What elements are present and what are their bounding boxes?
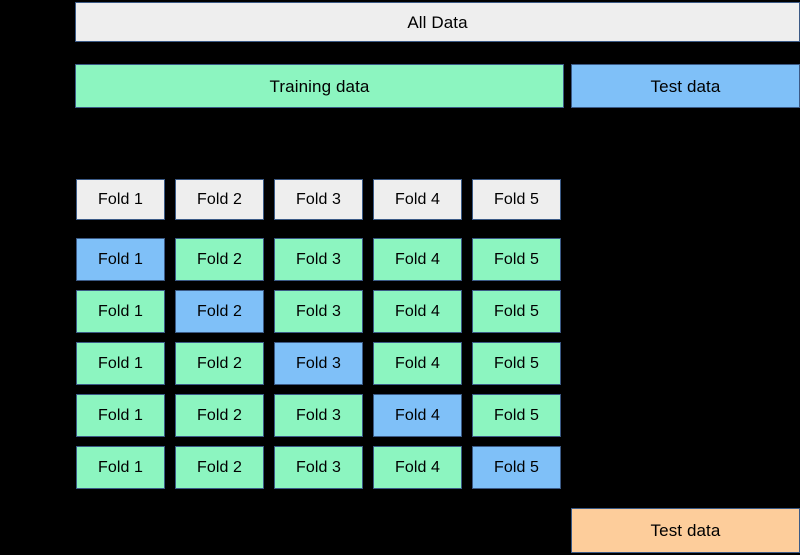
fold-label: Fold 5: [493, 250, 540, 268]
fold-label: Fold 5: [493, 406, 540, 424]
fold-label: Fold 5: [493, 190, 540, 208]
final-test-data-label: Test data: [650, 521, 721, 540]
test-data-label: Test data: [650, 76, 721, 96]
cv-row-1-fold-1-validation: Fold 1: [76, 238, 165, 281]
fold-label: Fold 3: [295, 250, 342, 268]
final-test-data-block: Test data: [571, 508, 800, 553]
fold-label: Fold 4: [394, 250, 441, 268]
cv-row-4-fold-1-training: Fold 1: [76, 394, 165, 437]
fold-label: Fold 3: [295, 458, 342, 476]
cv-row-5-fold-1-training: Fold 1: [76, 446, 165, 489]
fold-label: Fold 1: [97, 190, 144, 208]
fold-label: Fold 1: [97, 458, 144, 476]
fold-header-cell-1: Fold 1: [76, 179, 165, 220]
cv-row-2-fold-4-training: Fold 4: [373, 290, 462, 333]
cv-row-5-fold-2-training: Fold 2: [175, 446, 264, 489]
test-data-bar: Test data: [571, 64, 800, 108]
cv-row-2-fold-2-validation: Fold 2: [175, 290, 264, 333]
fold-label: Fold 4: [394, 458, 441, 476]
cv-row-4-fold-4-validation: Fold 4: [373, 394, 462, 437]
cv-row-1-fold-5-training: Fold 5: [472, 238, 561, 281]
fold-label: Fold 1: [97, 354, 144, 372]
fold-header-cell-4: Fold 4: [373, 179, 462, 220]
cv-row-3-fold-5-training: Fold 5: [472, 342, 561, 385]
cv-row-4-fold-3-training: Fold 3: [274, 394, 363, 437]
fold-label: Fold 4: [394, 354, 441, 372]
fold-label: Fold 2: [196, 458, 243, 476]
fold-header-cell-2: Fold 2: [175, 179, 264, 220]
fold-label: Fold 4: [394, 302, 441, 320]
cv-row-5-fold-5-validation: Fold 5: [472, 446, 561, 489]
fold-header-cell-3: Fold 3: [274, 179, 363, 220]
fold-label: Fold 3: [295, 302, 342, 320]
cv-row-1-fold-2-training: Fold 2: [175, 238, 264, 281]
fold-label: Fold 2: [196, 250, 243, 268]
fold-label: Fold 3: [295, 354, 342, 372]
fold-label: Fold 4: [394, 190, 441, 208]
fold-header-cell-5: Fold 5: [472, 179, 561, 220]
all-data-bar: All Data: [75, 2, 800, 42]
cv-row-3-fold-4-training: Fold 4: [373, 342, 462, 385]
fold-label: Fold 1: [97, 302, 144, 320]
cv-row-2-fold-5-training: Fold 5: [472, 290, 561, 333]
fold-label: Fold 5: [493, 302, 540, 320]
cv-row-1-fold-3-training: Fold 3: [274, 238, 363, 281]
fold-label: Fold 3: [295, 406, 342, 424]
all-data-label: All Data: [407, 12, 468, 32]
fold-label: Fold 2: [196, 302, 243, 320]
fold-label: Fold 2: [196, 354, 243, 372]
fold-label: Fold 1: [97, 250, 144, 268]
cv-row-1-fold-4-training: Fold 4: [373, 238, 462, 281]
fold-label: Fold 3: [295, 190, 342, 208]
fold-label: Fold 4: [394, 406, 441, 424]
cv-row-3-fold-3-validation: Fold 3: [274, 342, 363, 385]
training-data-bar: Training data: [75, 64, 564, 108]
cv-row-5-fold-4-training: Fold 4: [373, 446, 462, 489]
cv-row-4-fold-5-training: Fold 5: [472, 394, 561, 437]
training-data-label: Training data: [269, 76, 370, 96]
cv-row-3-fold-1-training: Fold 1: [76, 342, 165, 385]
cv-row-2-fold-1-training: Fold 1: [76, 290, 165, 333]
fold-label: Fold 1: [97, 406, 144, 424]
fold-label: Fold 2: [196, 406, 243, 424]
cv-row-3-fold-2-training: Fold 2: [175, 342, 264, 385]
fold-label: Fold 2: [196, 190, 243, 208]
fold-label: Fold 5: [493, 354, 540, 372]
cv-row-4-fold-2-training: Fold 2: [175, 394, 264, 437]
cv-row-5-fold-3-training: Fold 3: [274, 446, 363, 489]
fold-label: Fold 5: [493, 458, 540, 476]
cv-row-2-fold-3-training: Fold 3: [274, 290, 363, 333]
